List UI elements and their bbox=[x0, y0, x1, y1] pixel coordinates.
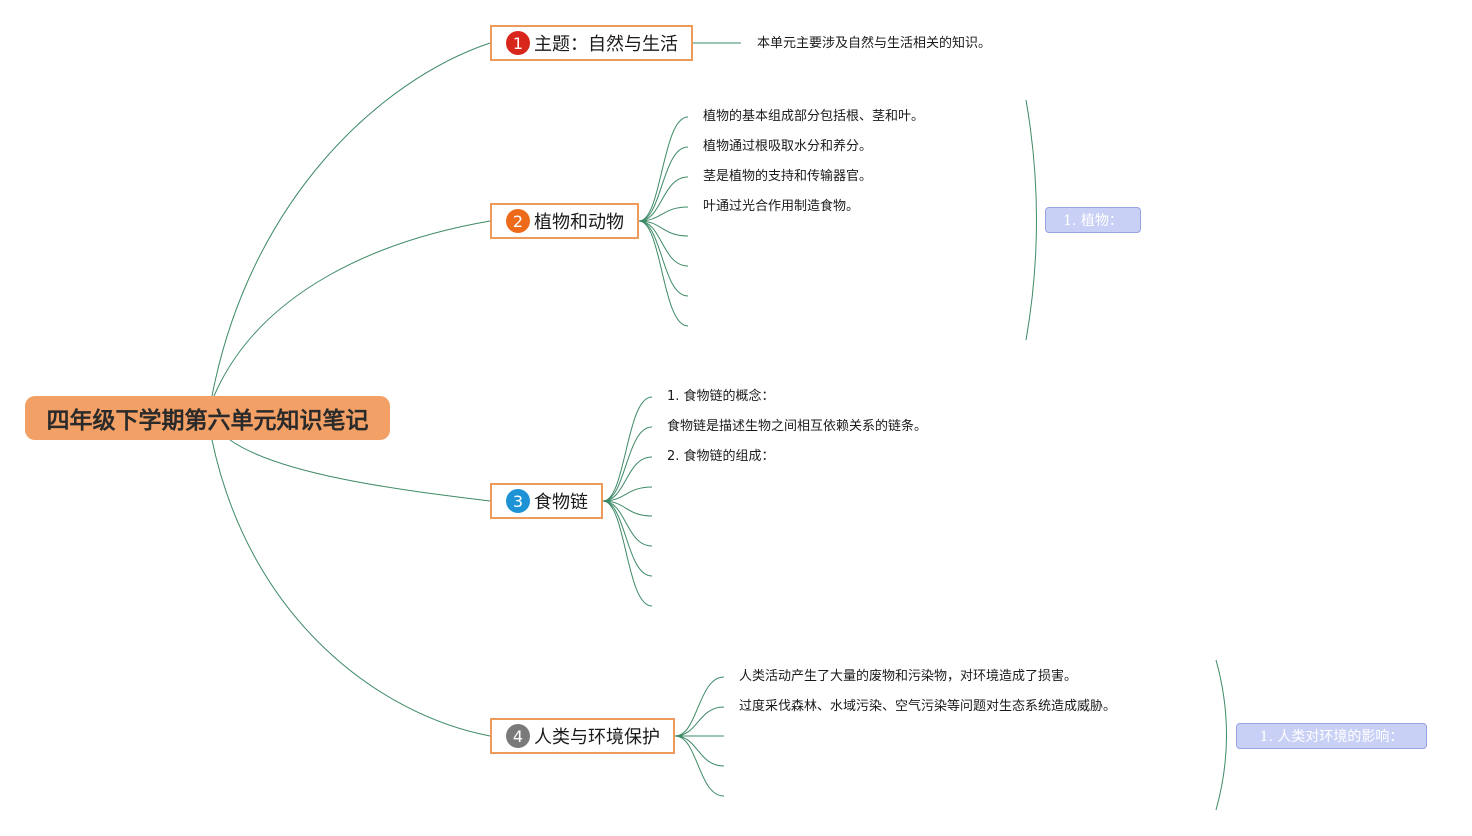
topic-plants-animals[interactable]: 2 植物和动物 bbox=[490, 203, 639, 239]
connector-root-topic-2 bbox=[213, 220, 491, 397]
connector-root-topic-3 bbox=[229, 439, 491, 502]
root-title: 四年级下学期第六单元知识笔记 bbox=[46, 408, 369, 434]
connector-topic-2-branch-7 bbox=[638, 220, 689, 297]
connector-topic-2-branch-1 bbox=[638, 116, 689, 222]
summary-bracket-plants bbox=[1025, 99, 1037, 341]
connector-topic-3-branch-7 bbox=[602, 500, 653, 577]
connector-topic-2-branch-6 bbox=[638, 220, 689, 267]
number-badge-2: 2 bbox=[506, 209, 530, 233]
connector-topic-3-branch-6 bbox=[602, 500, 653, 547]
connector-topic-2-branch-3 bbox=[638, 176, 689, 222]
summary-bracket-environment bbox=[1215, 659, 1227, 811]
connector-topic-3-branch-8 bbox=[602, 500, 653, 607]
topic-title: 人类与环境保护 bbox=[534, 727, 660, 748]
note-plants-3: 茎是植物的支持和传输器官。 bbox=[703, 169, 873, 184]
note-environment-2: 过度采伐森林、水域污染、空气污染等问题对生态系统造成威胁。 bbox=[739, 699, 1117, 714]
connector-topic-4-branch-4 bbox=[674, 735, 725, 767]
connector-topic-3-branch-1 bbox=[602, 396, 653, 502]
connector-topic-3-branch-4 bbox=[602, 486, 653, 502]
note-plants-4: 叶通过光合作用制造食物。 bbox=[703, 199, 860, 214]
topic-environment[interactable]: 4 人类与环境保护 bbox=[490, 718, 675, 754]
topic-title: 食物链 bbox=[534, 492, 588, 513]
connector-topic-2-branch-2 bbox=[638, 146, 689, 222]
summary-tag-plants[interactable]: 1. 植物： bbox=[1045, 207, 1141, 233]
summary-tag-label: 1. 人类对环境的影响： bbox=[1259, 729, 1404, 745]
topic-theme[interactable]: 1 主题：自然与生活 bbox=[490, 25, 693, 61]
summary-tag-label: 1. 植物： bbox=[1063, 213, 1123, 229]
root-topic[interactable]: 四年级下学期第六单元知识笔记 bbox=[25, 396, 390, 440]
number-badge-4: 4 bbox=[506, 724, 530, 748]
connector-topic-2-branch-8 bbox=[638, 220, 689, 327]
connector-topic-3-branch-3 bbox=[602, 456, 653, 502]
topic-title: 植物和动物 bbox=[534, 212, 624, 233]
note-environment-1: 人类活动产生了大量的废物和污染物，对环境造成了损害。 bbox=[739, 669, 1078, 684]
topic-title: 主题：自然与生活 bbox=[534, 34, 678, 55]
note-plants-1: 植物的基本组成部分包括根、茎和叶。 bbox=[703, 109, 925, 124]
number-badge-3: 3 bbox=[506, 489, 530, 513]
connector-topic-4-branch-2 bbox=[674, 706, 725, 737]
connector-topic-3-branch-2 bbox=[602, 426, 653, 502]
connector-root-topic-1 bbox=[211, 42, 491, 397]
note-theme-1: 本单元主要涉及自然与生活相关的知识。 bbox=[757, 36, 992, 51]
note-food-chain-1: 1. 食物链的概念： bbox=[667, 389, 775, 404]
topic-food-chain[interactable]: 3 食物链 bbox=[490, 483, 603, 519]
number-badge-1: 1 bbox=[506, 31, 530, 55]
connector-topic-4-branch-5 bbox=[674, 735, 725, 797]
connector-topic-4-branch-1 bbox=[674, 676, 725, 737]
note-food-chain-2: 食物链是描述生物之间相互依赖关系的链条。 bbox=[667, 419, 928, 434]
connector-root-topic-4 bbox=[211, 439, 491, 737]
note-plants-2: 植物通过根吸取水分和养分。 bbox=[703, 139, 873, 154]
connector-topic-2-branch-4 bbox=[638, 206, 689, 222]
note-food-chain-3: 2. 食物链的组成： bbox=[667, 449, 775, 464]
summary-tag-environment[interactable]: 1. 人类对环境的影响： bbox=[1236, 723, 1427, 749]
